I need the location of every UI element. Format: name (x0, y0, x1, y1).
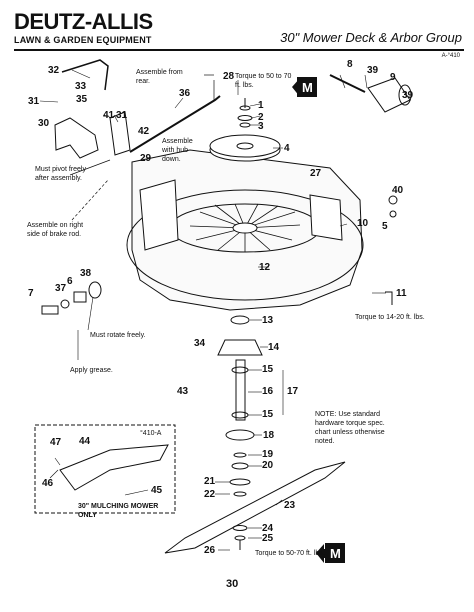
brand-logo: DEUTZ-ALLIS (14, 9, 153, 34)
callout-1: 1 (258, 100, 264, 111)
callout-46: 46 (42, 478, 54, 489)
callout-44: 44 (79, 436, 91, 447)
callout-24: 24 (262, 523, 274, 534)
note-assemble-rear: Assemble from rear. (136, 69, 183, 85)
callout-25: 25 (262, 533, 274, 544)
callout-32: 32 (48, 65, 60, 76)
callout-20: 20 (262, 460, 274, 471)
torque-m-badge-bottom (316, 543, 345, 563)
callout-18: 18 (263, 430, 275, 441)
m-badge-bottom-letter: M (330, 546, 341, 561)
mower-blade (164, 461, 346, 554)
mulching-inset (34, 424, 176, 514)
torque-m-badge-top (292, 77, 317, 97)
callout-11: 11 (396, 288, 407, 299)
header-rule (14, 49, 464, 51)
callout-13: 13 (262, 315, 274, 326)
brand-subtitle: LAWN & GARDEN EQUIPMENT (14, 35, 152, 45)
callout-29: 29 (140, 153, 152, 164)
callout-34: 34 (194, 338, 206, 349)
note-grease: Apply grease. (70, 367, 113, 374)
callout-16: 16 (262, 386, 274, 397)
callout-42: 42 (138, 126, 150, 137)
callout-36: 36 (179, 88, 191, 99)
page-number: 30 (226, 578, 239, 590)
callout-8: 8 (347, 59, 353, 70)
callout-30: 30 (38, 118, 50, 129)
callout-47: 47 (50, 437, 62, 448)
deck-rim (126, 189, 364, 301)
note-hardware: NOTE: Use standard hardware torque spec.… (315, 411, 385, 445)
callout-14: 14 (268, 342, 280, 353)
callout-5: 5 (382, 221, 388, 232)
callout-43: 43 (177, 386, 189, 397)
callout-23: 23 (284, 500, 296, 511)
callout-28: 28 (223, 71, 235, 82)
spindle-housing (217, 339, 263, 356)
note-rotate: Must rotate freely. (90, 332, 146, 339)
inset-id: °410-A (140, 430, 162, 437)
callout-39b: 39 (402, 90, 414, 101)
callout-27: 27 (310, 168, 322, 179)
callout-22: 22 (204, 489, 216, 500)
note-torque-top: Torque to 50 to 70 ft. lbs. (235, 73, 292, 89)
callout-15a: 15 (262, 364, 274, 375)
callout-6: 6 (67, 276, 73, 287)
callout-45: 45 (151, 485, 163, 496)
callout-38: 38 (80, 268, 92, 279)
note-pivot: Must pivot freely after assembly. (35, 166, 86, 182)
callout-7: 7 (28, 288, 34, 299)
callout-4: 4 (284, 143, 290, 154)
note-torque-right: Torque to 14-20 ft. lbs. (355, 314, 425, 321)
callout-15b: 15 (262, 409, 274, 420)
callout-35: 35 (76, 94, 88, 105)
callout-2: 2 (258, 112, 264, 123)
callout-26: 26 (204, 545, 216, 556)
callout-41: 41 (103, 110, 115, 121)
callout-19: 19 (262, 449, 274, 460)
callout-3: 3 (258, 121, 264, 132)
m-badge-top-letter: M (302, 80, 313, 95)
note-assemble-right: Assemble on right side of brake rod. (27, 222, 84, 238)
callout-31b: 31 (116, 110, 128, 121)
callout-17: 17 (287, 386, 299, 397)
note-torque-bottom: Torque to 50-70 ft. lbs. (255, 550, 325, 557)
callout-33: 33 (75, 81, 87, 92)
callout-31a: 31 (28, 96, 40, 107)
callout-10: 10 (357, 218, 369, 229)
inset-caption: 30" MULCHING MOWER ONLY (78, 503, 159, 519)
callout-12: 12 (259, 262, 271, 273)
figure-id: A-°410 (441, 53, 460, 59)
note-assemble-hub: Assemble with hub down. (162, 138, 193, 163)
callout-9: 9 (390, 72, 396, 83)
callout-39a: 39 (367, 65, 379, 76)
callout-37: 37 (55, 283, 67, 294)
callout-21: 21 (204, 476, 216, 487)
callout-40: 40 (392, 185, 404, 196)
page-title: 30" Mower Deck & Arbor Group (280, 30, 462, 45)
